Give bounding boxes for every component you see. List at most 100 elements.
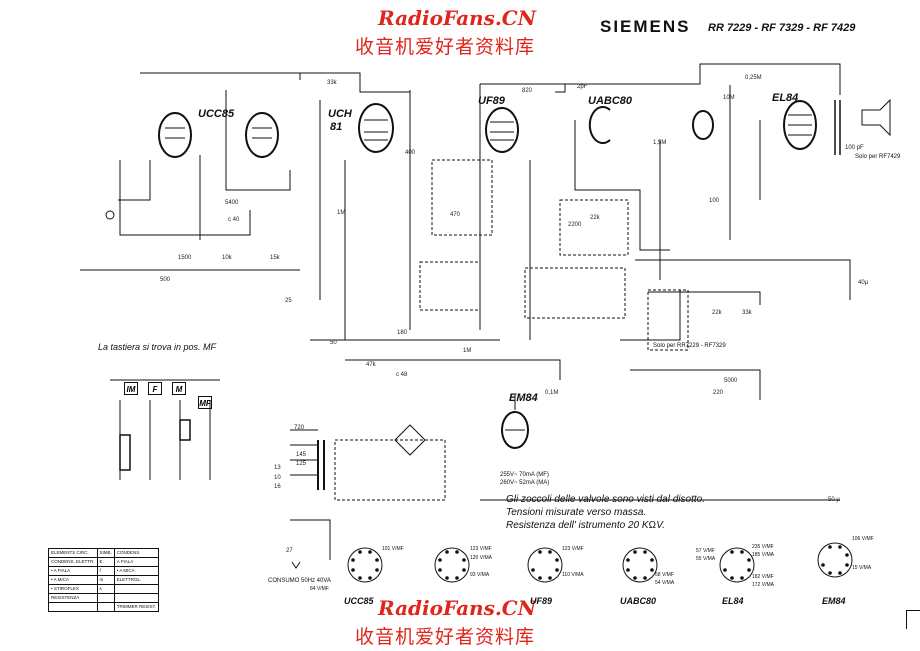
tube-ucc85-electrodes xyxy=(165,128,272,138)
legend-cell: • A MICA xyxy=(113,566,160,576)
note-voltage-ma: 260V~ 52mA (MA) xyxy=(500,480,550,486)
wire-top-left xyxy=(140,73,300,80)
label-c100: 100 pF xyxy=(845,145,864,151)
legend-table: ELEMENTS CIRC. SIMB. CONDENS. CONDENS. E… xyxy=(48,548,160,612)
legend-header-row: ELEMENTS CIRC. SIMB. CONDENS. xyxy=(48,548,160,558)
base-label-uf89: UF89 xyxy=(530,596,553,606)
label-r1500: 1500 xyxy=(178,255,192,261)
label-r33k: 33k xyxy=(327,80,337,86)
label-r1m: 1M xyxy=(337,210,346,216)
label-r16: 16 xyxy=(274,484,281,490)
pin-el84-a: 57 V/MF xyxy=(696,548,715,554)
power-transformer-core xyxy=(318,440,324,490)
if-transformer-4 xyxy=(525,268,625,318)
wire-uf89-verticals xyxy=(480,84,530,340)
legend-cell: E xyxy=(96,557,115,567)
legend-cell: A FIALA xyxy=(113,557,160,567)
legend-row: • STIROFLEX s xyxy=(48,584,160,594)
legend-row: • A MICA m ELETTROL. xyxy=(48,575,160,585)
legend-cell: RESISTENZA xyxy=(48,593,98,603)
legend-cell: m xyxy=(96,575,115,585)
label-fb500: 500 xyxy=(160,277,171,283)
pin-uch81-a: 123 V/MF xyxy=(470,546,492,552)
page-edge-mark xyxy=(906,610,920,629)
note-line3: Resistenza dell' istrumento 20 KΩV. xyxy=(506,520,665,531)
switch-contact-2 xyxy=(180,420,190,440)
solo-box xyxy=(648,290,688,350)
label-r2200: 2200 xyxy=(568,222,582,228)
label-r220: 220 xyxy=(713,390,724,396)
base-label-em84: EM84 xyxy=(822,596,846,606)
label-r470: 470 xyxy=(450,212,461,218)
legend-header-c: CONDENS. xyxy=(113,548,160,558)
pin-em84-a: 106 V/MF xyxy=(852,536,874,542)
legend-header-a: ELEMENTS CIRC. xyxy=(48,548,98,558)
legend-cell: f xyxy=(96,566,115,576)
base-ucc85 xyxy=(348,548,382,582)
base-uabc80 xyxy=(623,548,657,582)
label-r125: 125 xyxy=(296,461,307,467)
legend-cell xyxy=(48,602,98,612)
tube-em84-envelope xyxy=(502,412,528,448)
note-solo-1: Solo per RR7229 - RF7329 xyxy=(653,343,726,349)
keyboard-caption: La tastiera si trova in pos. MF xyxy=(98,342,217,352)
label-c2pf: 2pF xyxy=(577,84,588,90)
label-r250k: 0,25M xyxy=(745,75,762,81)
legend-cell: • A MICA xyxy=(48,575,98,585)
label-r1mb: 1M xyxy=(463,348,472,354)
label-c50u: 50 µ xyxy=(828,497,840,503)
label-r22kb: 22k xyxy=(712,310,722,316)
label-uf89: UF89 xyxy=(478,95,505,107)
legend-row: RESISTENZA xyxy=(48,593,160,603)
base-label-el84: EL84 xyxy=(722,596,744,606)
note-line1: Gli zoccoli delle valvole sono visti dal… xyxy=(506,494,705,505)
legend-row: • A FIALA f • A MICA xyxy=(48,566,160,576)
key-im: IM xyxy=(124,382,138,395)
legend-cell xyxy=(96,593,115,603)
wire-uch-verticals xyxy=(320,90,410,340)
note-voltage-mf: 255V~ 70mA (MF) xyxy=(500,472,549,478)
brand-logo: SIEMENS xyxy=(600,17,691,36)
key-mf: MF xyxy=(198,396,212,409)
note-solo-2: Solo per RF7429 xyxy=(855,154,901,160)
pin-el84-f: 172 V/MA xyxy=(752,582,774,588)
model-numbers: RR 7229 - RF 7329 - RF 7429 xyxy=(708,22,856,34)
wire-tone-3 xyxy=(620,290,680,340)
legend-cell xyxy=(113,593,160,603)
wire-top-uabc xyxy=(555,84,565,92)
if-transformer-3 xyxy=(560,200,628,255)
legend-row: CONDENS. ELETTR. E A FIALA xyxy=(48,557,160,567)
pin-uch81-c: 93 V/MA xyxy=(470,572,490,578)
wire-detector xyxy=(575,120,670,250)
label-c40u: 40µ xyxy=(858,280,869,286)
pin-el84-b: 55 V/MA xyxy=(696,556,716,562)
base-label-uabc80: UABC80 xyxy=(620,596,657,606)
psu-block xyxy=(335,440,445,500)
label-c40: c 40 xyxy=(228,217,240,223)
pin-el84-e: 182 V/MF xyxy=(752,574,774,580)
watermark-cn-top: 收音机爱好者资料库 xyxy=(355,36,536,58)
pin-uabc80-a: 58 V/MF xyxy=(655,572,674,578)
switch-contact-1 xyxy=(120,435,130,470)
antenna-jack xyxy=(106,211,114,219)
tube-ucc85-a-envelope xyxy=(159,113,191,157)
label-r180: 180 xyxy=(397,330,408,336)
label-r22k: 22k xyxy=(590,215,600,221)
note-line2: Tensioni misurate verso massa. xyxy=(506,507,647,518)
watermark-site-top: RadioFans.CN xyxy=(378,6,536,30)
switch-rails xyxy=(120,400,210,480)
legend-row: TRIMMER RESIST. xyxy=(48,602,160,612)
wire-top-mid xyxy=(300,73,410,92)
wire-em84-feed xyxy=(345,360,560,380)
note-consumo: CONSUMO 50Hz 40VA xyxy=(268,578,331,584)
legend-cell: • STIROFLEX xyxy=(48,584,98,594)
key-m: M xyxy=(172,382,186,395)
wire-tone-2 xyxy=(630,370,760,400)
tube-uch81-electrodes xyxy=(364,120,388,140)
pin-uch81-b: 120 V/MA xyxy=(470,555,492,561)
label-el84: EL84 xyxy=(772,92,799,104)
label-r145: 145 xyxy=(296,452,307,458)
pin-uf89-b: 110 V/MA xyxy=(562,572,584,578)
